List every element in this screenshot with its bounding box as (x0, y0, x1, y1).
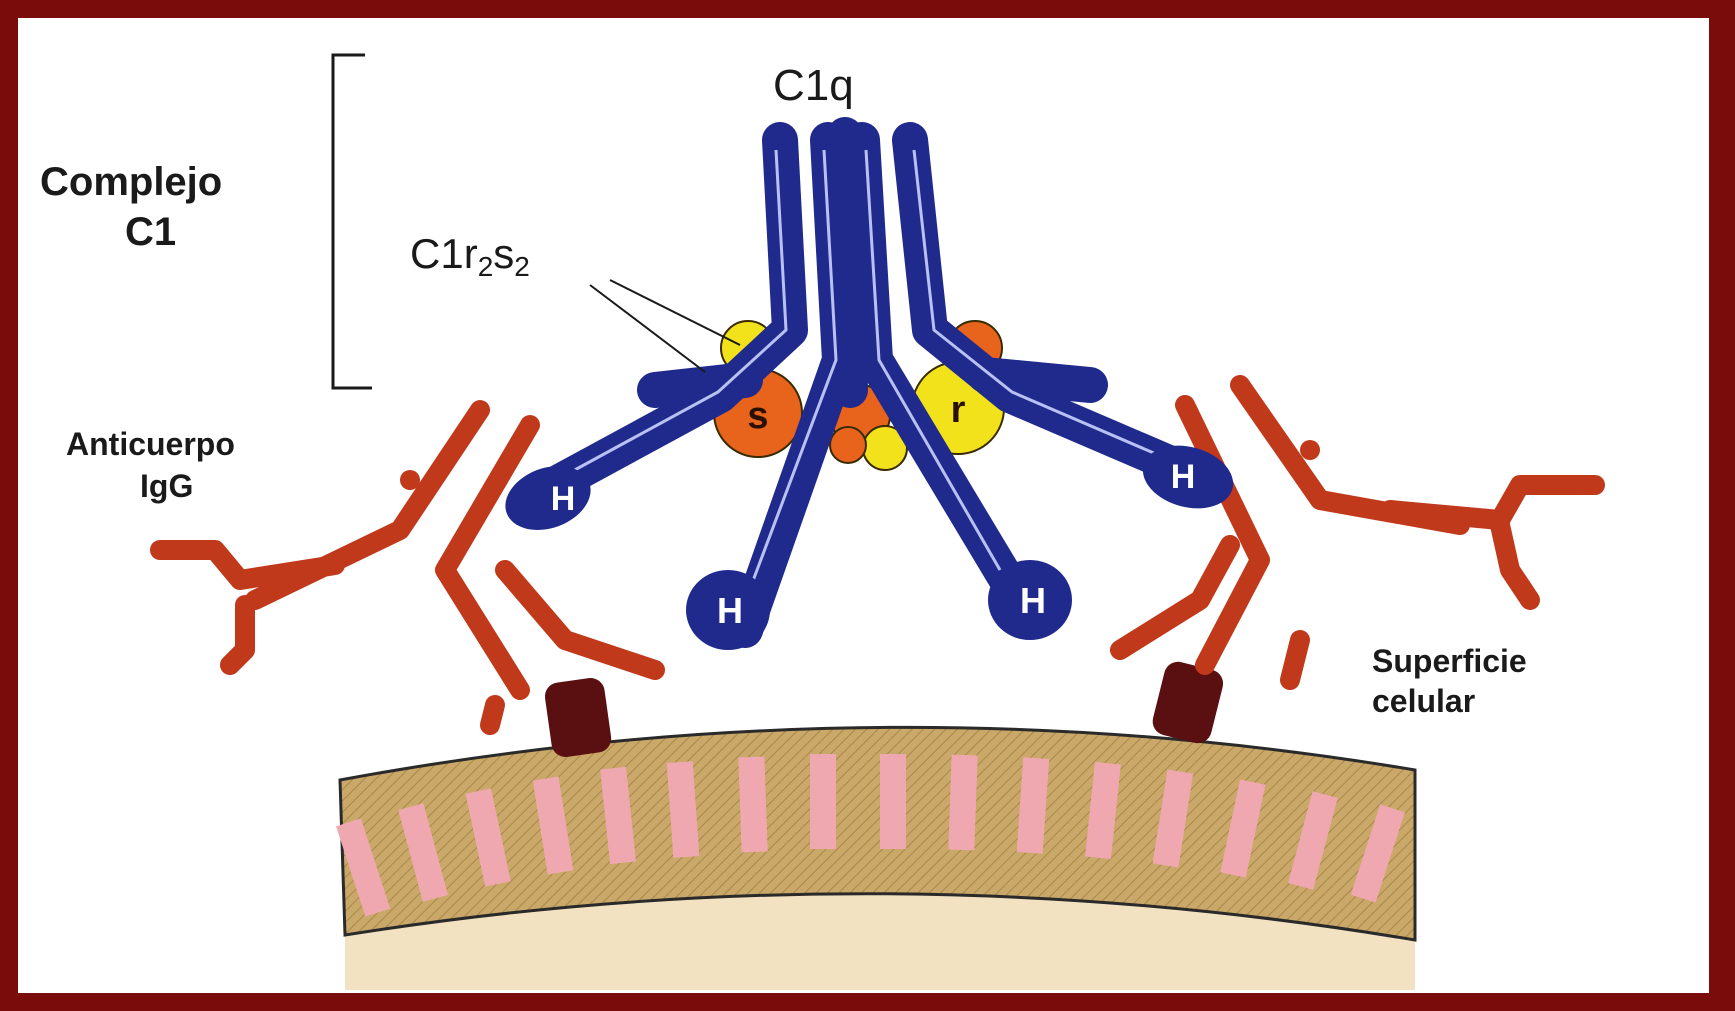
membrane-anchor-left (543, 676, 613, 759)
superficie-celular-label-line2: celular (1372, 683, 1475, 719)
complejo-c1-label-line2: C1 (125, 210, 176, 254)
anticuerpo-igg-label-line2: IgG (140, 468, 193, 504)
c1q-head-3-label: H (1020, 580, 1046, 621)
igg-antibody-right (1120, 385, 1595, 680)
complejo-c1-bracket (333, 55, 372, 388)
c1s-subunit-bottom (830, 427, 866, 463)
c1r2s2-label: C1r2s2 (410, 230, 530, 282)
c1r2s2-leader-lines (590, 280, 740, 372)
c1q-label: C1q (773, 61, 854, 110)
superficie-celular-label-line1: Superficie (1372, 643, 1527, 679)
complejo-c1-label-line1: Complejo (40, 160, 222, 204)
membrane-anchor-right (1150, 659, 1226, 746)
subunit-s-label: s (747, 395, 768, 437)
c1q-head-4-label: H (1171, 458, 1196, 496)
anticuerpo-igg-label-line1: Anticuerpo (66, 426, 235, 462)
c1q-head-1-label: H (551, 480, 576, 518)
subunit-r-label: r (951, 389, 966, 431)
c1q-head-2-label: H (717, 590, 743, 631)
